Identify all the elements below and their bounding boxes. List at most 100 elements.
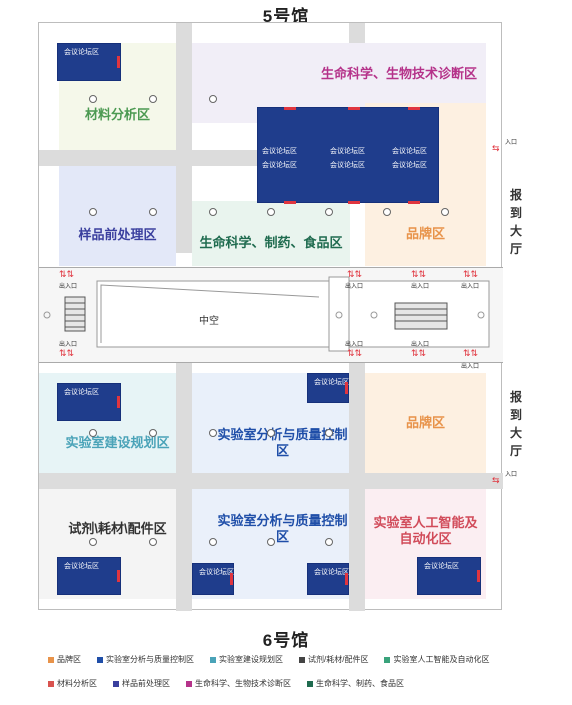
legend-label: 实验室分析与质量控制区 bbox=[106, 655, 194, 664]
forum-label: 会议论坛区 bbox=[424, 563, 459, 570]
reception-hall-label-upper: 报到大厅 bbox=[509, 188, 522, 256]
zone-sample-prep[interactable]: 样品前处理区 bbox=[59, 166, 176, 266]
exit-entrance-label: 出入口 bbox=[411, 284, 430, 290]
legend-label: 品牌区 bbox=[57, 655, 81, 664]
legend-swatch bbox=[113, 680, 119, 687]
floor-plan: 材料分析区 生命科学、生物技术诊断区 样品前处理区 生命科学、制药、食品区 品牌… bbox=[38, 22, 503, 611]
entrance-marker bbox=[284, 201, 296, 204]
legend-label: 样品前处理区 bbox=[122, 679, 170, 688]
exit-entrance-label: 入口 bbox=[505, 472, 518, 478]
legend-swatch bbox=[307, 680, 313, 687]
legend-swatch bbox=[186, 680, 192, 687]
zone-brand-lower-label: 品牌区 bbox=[405, 414, 445, 430]
forum-label: 会议论坛区 bbox=[314, 569, 349, 576]
legend-label: 实验室建设规划区 bbox=[219, 655, 283, 664]
pillar bbox=[325, 538, 333, 546]
pillar bbox=[267, 429, 275, 437]
door-arrow-icon: ⇅⇅ bbox=[347, 269, 363, 279]
zone-ai-label: 实验室人工智能及自动化区 bbox=[373, 514, 478, 546]
forum-area-5[interactable]: 会议论坛区 bbox=[57, 557, 121, 595]
forum-label: 会议论坛区 bbox=[314, 379, 349, 386]
entrance-marker bbox=[408, 201, 420, 204]
legend-swatch bbox=[384, 656, 391, 663]
zone-sample-label: 样品前处理区 bbox=[78, 226, 157, 242]
legend-label: 生命科学、生物技术诊断区 bbox=[195, 679, 291, 688]
legend-row-1: 品牌区 实验室分析与质量控制区 实验室建设规划区 试剂/耗材/配件区 实验室人工… bbox=[48, 654, 489, 665]
pillar bbox=[325, 208, 333, 216]
zone-reagent-label: 试剂\耗材\配件区 bbox=[68, 520, 167, 536]
legend-row-2: 材料分析区 样品前处理区 生命科学、生物技术诊断区 生命科学、制药、食品区 bbox=[48, 678, 404, 689]
entrance-marker bbox=[345, 382, 348, 394]
entrance-marker bbox=[477, 570, 480, 582]
door-arrow-icon: ⇅⇅ bbox=[347, 348, 363, 358]
entrance-marker bbox=[348, 107, 360, 110]
exit-entrance-label: 出入口 bbox=[461, 364, 480, 370]
exit-entrance-label: 入口 bbox=[505, 140, 518, 146]
forum-label: 会议论坛区 bbox=[392, 162, 427, 169]
forum-label: 会议论坛区 bbox=[64, 563, 99, 570]
door-arrow-icon: ⇅⇅ bbox=[59, 348, 75, 358]
forum-area-6[interactable]: 会议论坛区 bbox=[192, 563, 234, 595]
forum-area-1[interactable]: 会议论坛区 bbox=[57, 43, 121, 81]
legend-label: 试剂/耗材/配件区 bbox=[308, 655, 369, 664]
pillar bbox=[149, 429, 157, 437]
exit-entrance-label: 出入口 bbox=[461, 284, 480, 290]
pillar bbox=[149, 538, 157, 546]
legend-label: 实验室人工智能及自动化区 bbox=[393, 655, 490, 664]
legend-item: 实验室建设规划区 bbox=[210, 654, 283, 665]
forum-label: 会议论坛区 bbox=[330, 148, 365, 155]
pillar bbox=[209, 538, 217, 546]
legend-swatch bbox=[299, 656, 305, 663]
corridor-structure bbox=[43, 276, 490, 352]
entrance-marker bbox=[348, 201, 360, 204]
legend-swatch bbox=[48, 680, 54, 687]
legend-swatch bbox=[48, 656, 54, 663]
zone-brand-lower[interactable]: 品牌区 bbox=[365, 373, 486, 473]
forum-label: 会议论坛区 bbox=[199, 569, 234, 576]
forum-label: 会议论坛区 bbox=[330, 162, 365, 169]
zone-life-science-pharma-food[interactable]: 生命科学、制药、食品区 bbox=[192, 201, 350, 266]
aisle-horizontal-lower bbox=[39, 473, 503, 489]
zone-life-pharma-label: 生命科学、制药、食品区 bbox=[199, 235, 343, 251]
exit-entrance-label: 出入口 bbox=[411, 342, 430, 348]
zone-life-diag-label: 生命科学、生物技术诊断区 bbox=[320, 65, 477, 81]
legend-label: 材料分析区 bbox=[57, 679, 97, 688]
entrance-marker bbox=[117, 570, 120, 582]
door-arrow-icon: ⇅⇅ bbox=[463, 348, 479, 358]
pillar bbox=[209, 208, 217, 216]
pillar bbox=[89, 95, 97, 103]
legend-item: 生命科学、生物技术诊断区 bbox=[186, 678, 291, 689]
aisle-vertical-upper bbox=[176, 23, 192, 253]
exit-entrance-label: 出入口 bbox=[59, 284, 78, 290]
forum-area-3[interactable]: 会议论坛区 bbox=[57, 383, 121, 421]
forum-area-2[interactable]: 会议论坛区 会议论坛区 会议论坛区 会议论坛区 会议论坛区 会议论坛区 bbox=[257, 107, 439, 204]
entrance-marker bbox=[408, 107, 420, 110]
hall-5-title: 5号馆 bbox=[262, 7, 310, 26]
pillar bbox=[89, 538, 97, 546]
pillar bbox=[441, 208, 449, 216]
pillar bbox=[89, 208, 97, 216]
forum-area-7[interactable]: 会议论坛区 bbox=[307, 563, 349, 595]
forum-area-8[interactable]: 会议论坛区 bbox=[417, 557, 481, 595]
pillar bbox=[149, 208, 157, 216]
entrance-marker bbox=[284, 107, 296, 110]
door-arrow-icon: ⇆ bbox=[492, 143, 500, 153]
forum-label: 会议论坛区 bbox=[392, 148, 427, 155]
door-arrow-icon: ⇅⇅ bbox=[411, 269, 427, 279]
door-arrow-icon: ⇅⇅ bbox=[463, 269, 479, 279]
forum-label: 会议论坛区 bbox=[64, 49, 99, 56]
entrance-marker bbox=[117, 56, 120, 68]
legend-label: 生命科学、制药、食品区 bbox=[316, 679, 404, 688]
hall-6-title: 6号馆 bbox=[262, 631, 310, 650]
legend-item: 实验室人工智能及自动化区 bbox=[384, 654, 489, 665]
legend-item: 生命科学、制药、食品区 bbox=[307, 678, 404, 689]
zone-material-label: 材料分析区 bbox=[84, 107, 150, 123]
exit-entrance-label: 出入口 bbox=[345, 284, 364, 290]
reception-hall-label-lower: 报到大厅 bbox=[509, 390, 522, 458]
forum-area-4[interactable]: 会议论坛区 bbox=[307, 373, 349, 403]
pillar bbox=[383, 208, 391, 216]
zone-lab-build-label: 实验室建设规划区 bbox=[65, 434, 170, 450]
forum-label: 会议论坛区 bbox=[262, 148, 297, 155]
legend-swatch bbox=[210, 656, 216, 663]
legend-item: 品牌区 bbox=[48, 654, 81, 665]
